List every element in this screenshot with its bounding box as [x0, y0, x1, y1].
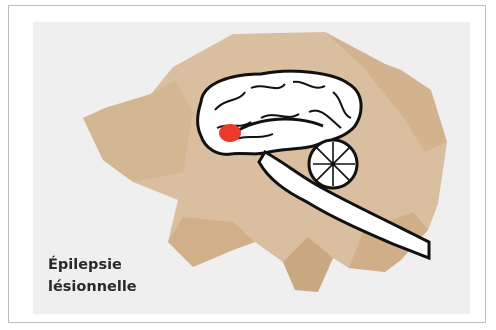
lesion-spot [219, 124, 241, 142]
caption-line-2: lésionnelle [48, 276, 137, 298]
diagram-caption: Épilepsie lésionnelle [48, 254, 137, 298]
head-shade-facet [83, 80, 193, 182]
caption-line-1: Épilepsie [48, 254, 137, 276]
